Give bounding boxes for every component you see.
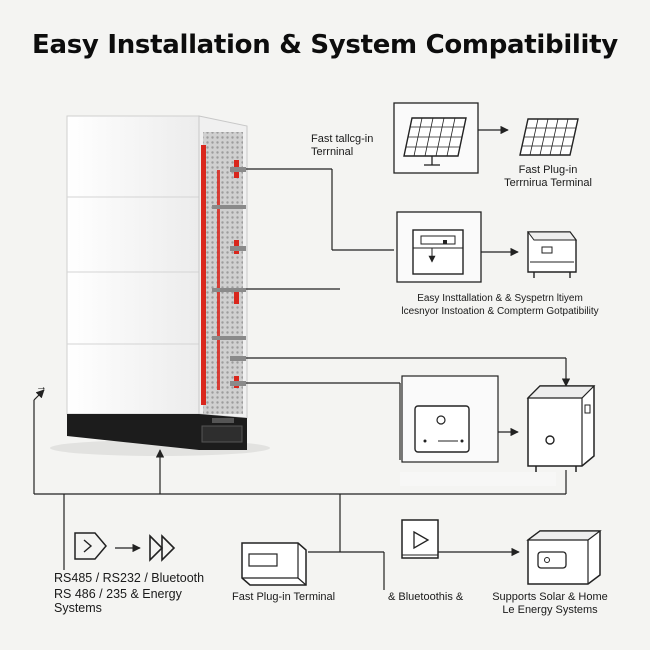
small-unit-icon [401, 375, 499, 463]
compat-label-1: Easy Insttallation & & Syspetrn ltiyem [417, 293, 583, 304]
terminal-box-icon [241, 542, 307, 586]
inverter-box-icon [527, 231, 577, 278]
solar-right-label-2: Terrnirua Terminal [504, 177, 592, 189]
solar-right-label-1: Fast Plug-in [518, 164, 578, 176]
plugin-bottom-label: Fast Plug-in Terminal [232, 591, 336, 603]
supports-label-1: Supports Solar & Home [492, 591, 608, 603]
page-title: Easy Installation & System Compatibility [32, 30, 618, 60]
home-storage-icon [526, 530, 602, 585]
solar-panel-icon [393, 102, 479, 174]
play-switch-icon [401, 519, 439, 559]
comm-label-3: Systems [54, 601, 102, 615]
comm-label-2: RS 486 / 235 & Energy [54, 587, 182, 601]
control-box-icon [396, 211, 482, 283]
supports-label-2: Le Energy Systems [502, 604, 598, 616]
comm-label-1: RS485 / RS232 / Bluetooth [54, 571, 205, 585]
terminal-top-label-1: Fast tallcg-in [311, 133, 374, 145]
left-arrow-label: → [36, 381, 47, 393]
battery-cabinet-icon [50, 115, 270, 456]
inverter-large-icon [526, 385, 596, 472]
bluetooth-bottom-label: & Bluetoothis & [388, 591, 464, 603]
terminal-top-label-2: Terrninal [311, 146, 354, 158]
compat-label-2: lcesnyor Instoation & Compterm Gotpatibi… [401, 306, 599, 317]
solar-panel-small-icon [519, 118, 579, 156]
signal-forward-icon [74, 532, 107, 560]
signal-fast-forward-icon [149, 534, 176, 562]
